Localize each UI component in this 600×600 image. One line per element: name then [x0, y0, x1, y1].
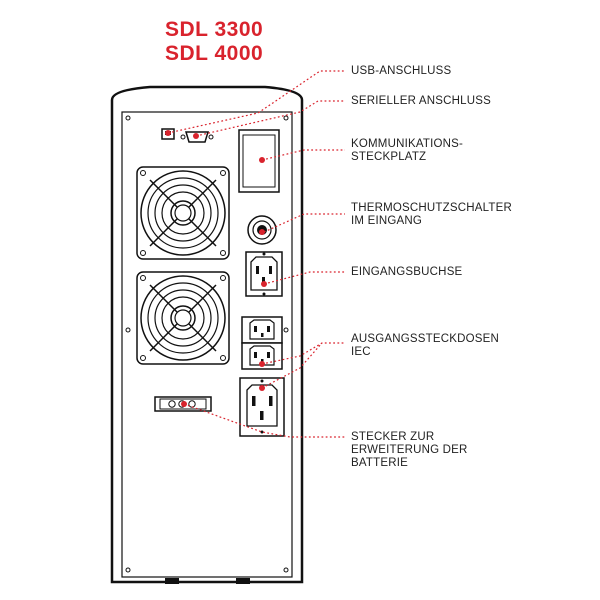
foot-left: [165, 578, 179, 584]
label-battery-line2: ERWEITERUNG DER: [351, 444, 468, 456]
fan-lower: [136, 271, 230, 365]
leader-outputs: [261, 342, 345, 365]
label-battery-line3: BATTERIE: [351, 457, 408, 469]
label-input: EINGANGSBUCHSE: [351, 266, 463, 278]
foot-right: [236, 578, 250, 584]
rear-panel: [121, 111, 293, 578]
dot-output-2: [259, 385, 265, 391]
dot-input: [261, 281, 267, 287]
label-comm: KOMMUNIKATIONS- STECKPLATZ: [351, 138, 463, 164]
label-outputs: AUSGANGSSTECKDOSEN IEC: [351, 333, 499, 359]
label-comm-line1: KOMMUNIKATIONS-: [351, 138, 464, 150]
dot-battery-plug: [181, 401, 187, 407]
label-outputs-line2: IEC: [351, 346, 371, 358]
leader-battery: [183, 403, 345, 438]
dot-output: [259, 361, 265, 367]
label-battery: STECKER ZUR ERWEITERUNG DER BATTERIE: [351, 431, 468, 470]
label-outputs-line1: AUSGANGSSTECKDOSEN: [351, 333, 500, 345]
label-thermo-line2: IM EINGANG: [351, 215, 423, 227]
leader-comm: [261, 149, 345, 161]
dot-comm: [259, 157, 265, 163]
model-title-2: SDL 4000: [165, 42, 264, 65]
communication-slot: [238, 129, 280, 193]
leader-input: [263, 271, 345, 285]
fan-upper: [136, 166, 230, 260]
output-socket-1: [241, 316, 283, 344]
dot-usb: [165, 130, 171, 136]
model-title-1: SDL 3300: [165, 18, 264, 41]
dot-thermo: [259, 229, 265, 235]
label-usb: USB-ANSCHLUSS: [351, 65, 452, 77]
label-battery-line1: STECKER ZUR: [351, 431, 435, 443]
panel-screws: [125, 115, 289, 573]
dot-serial: [193, 133, 199, 139]
label-thermo: THERMOSCHUTZSCHALTER IM EINGANG: [351, 202, 512, 228]
input-socket: [245, 251, 283, 297]
leader-outputs-2: [261, 342, 323, 389]
label-serial: SERIELLER ANSCHLUSS: [351, 95, 491, 107]
label-thermo-line1: THERMOSCHUTZSCHALTER: [351, 202, 512, 214]
label-comm-line2: STECKPLATZ: [351, 151, 427, 163]
